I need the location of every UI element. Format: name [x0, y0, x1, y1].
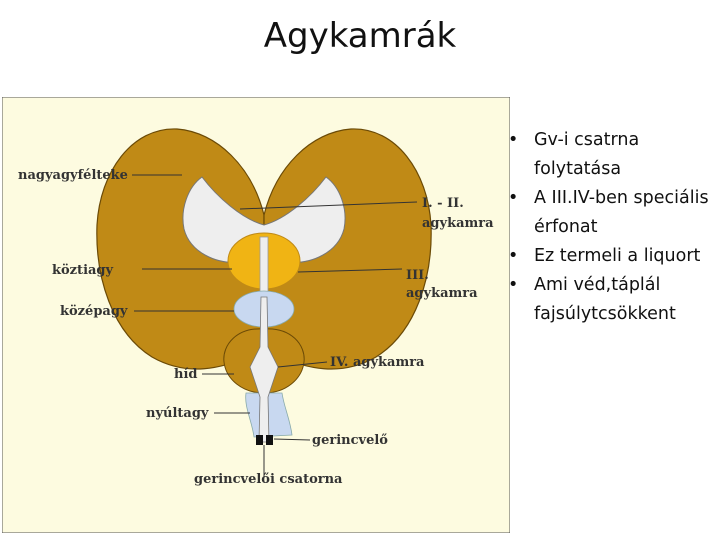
label-ventricle-4: IV. agykamra: [330, 355, 425, 370]
medulla: [245, 392, 293, 438]
label-nagyagyfelteke: nagyagyfélteke: [18, 168, 128, 183]
bullet-glyph: •: [508, 275, 519, 295]
right-hemisphere: [263, 128, 432, 370]
label-gerincveloi-csatorna: gerincvelői csatorna: [194, 472, 343, 487]
bullet-text: Ami véd,táplál fajsúlytcsökkent: [534, 275, 676, 324]
bullet-item: • A III.IV-ben speciális érfonat: [504, 184, 718, 242]
label-ventricle-3-line2: agykamra: [406, 286, 478, 301]
label-nyultagy: nyúltagy: [146, 406, 209, 421]
bullet-glyph: •: [508, 246, 519, 266]
spinal-cord-left: [256, 435, 263, 445]
spinal-cord-right: [266, 435, 273, 445]
label-koztiagy: köztiagy: [52, 263, 114, 278]
diagram-svg: nagyagyfélteke I. - II. agykamra köztiag…: [1, 96, 511, 534]
bullet-item: • Ami véd,táplál fajsúlytcsökkent: [504, 271, 718, 329]
bullet-item: • Ez termeli a liquort: [504, 242, 718, 271]
slide-title: Agykamrák: [263, 16, 457, 56]
leader-lines: [132, 174, 418, 477]
label-gerincvelo: gerincvelő: [312, 433, 388, 448]
bullet-text: Ez termeli a liquort: [534, 246, 701, 266]
label-kozepagy: középagy: [60, 304, 128, 319]
bullet-glyph: •: [508, 188, 519, 208]
label-hid: híd: [174, 367, 197, 382]
label-ventricle-12-line2: agykamra: [422, 216, 494, 231]
label-ventricle-12-line1: I. - II.: [422, 196, 464, 211]
bullet-text: A III.IV-ben speciális érfonat: [534, 188, 709, 237]
bullet-text: Gv-i csatrna folytatása: [534, 130, 640, 179]
left-hemisphere: [96, 128, 265, 370]
bullet-item: • Gv-i csatrna folytatása: [504, 126, 718, 184]
bullet-glyph: •: [508, 130, 519, 150]
brain-ventricles-diagram: nagyagyfélteke I. - II. agykamra köztiag…: [1, 96, 511, 534]
third-ventricle: [259, 236, 269, 300]
label-ventricle-3-line1: III.: [406, 268, 429, 283]
bullet-list: • Gv-i csatrna folytatása • A III.IV-ben…: [504, 126, 718, 329]
